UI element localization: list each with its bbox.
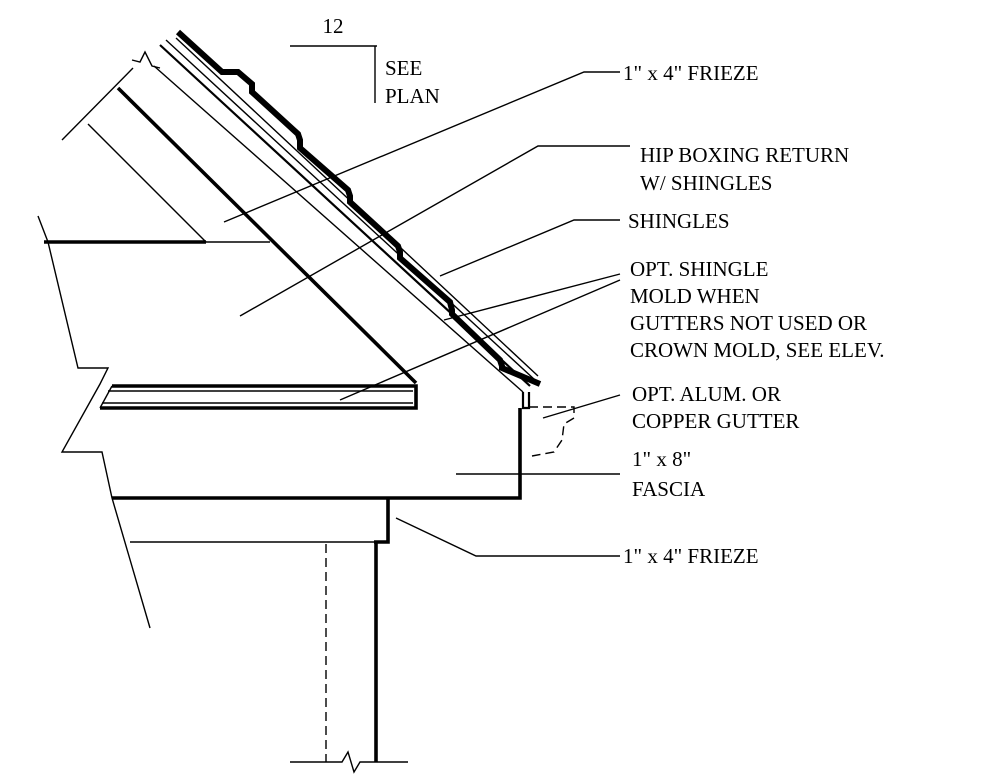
label-fascia-2: FASCIA: [632, 477, 706, 501]
pitch-note-line-1: SEE: [385, 56, 422, 80]
label-hip-boxing-2: W/ SHINGLES: [640, 171, 772, 195]
leader-gutter: [542, 394, 621, 419]
label-hip-boxing-1: HIP BOXING RETURN: [640, 143, 849, 167]
leader-shingle-mold-b: [339, 279, 621, 401]
leader-shingles: [439, 219, 620, 277]
label-gutter-1: OPT. ALUM. OR: [632, 382, 781, 406]
leader-hip-boxing: [239, 145, 630, 317]
roof-assembly: [37, 29, 575, 774]
callout-labels: 1" x 4" FRIEZE HIP BOXING RETURN W/ SHIN…: [623, 61, 885, 568]
pitch-note-line-2: PLAN: [385, 84, 440, 108]
label-gutter-2: COPPER GUTTER: [632, 409, 799, 433]
leader-frieze-top: [223, 71, 620, 223]
shingle-courses: [175, 29, 542, 387]
label-fascia-1: 1" x 8": [632, 447, 691, 471]
leader-frieze-bottom: [395, 517, 620, 557]
label-shingle-mold-1: OPT. SHINGLE: [630, 257, 768, 281]
leader-lines: [223, 71, 630, 557]
label-shingle-mold-4: CROWN MOLD, SEE ELEV.: [630, 338, 885, 362]
leader-shingle-mold-a: [443, 273, 621, 321]
label-shingle-mold-3: GUTTERS NOT USED OR: [630, 311, 867, 335]
label-shingles: SHINGLES: [628, 209, 730, 233]
label-shingle-mold-2: MOLD WHEN: [630, 284, 760, 308]
label-frieze-bottom: 1" x 4" FRIEZE: [623, 544, 759, 568]
label-frieze-top: 1" x 4" FRIEZE: [623, 61, 759, 85]
pitch-marker: 12 SEE PLAN: [290, 14, 440, 108]
pitch-rise-label: 12: [323, 14, 344, 38]
